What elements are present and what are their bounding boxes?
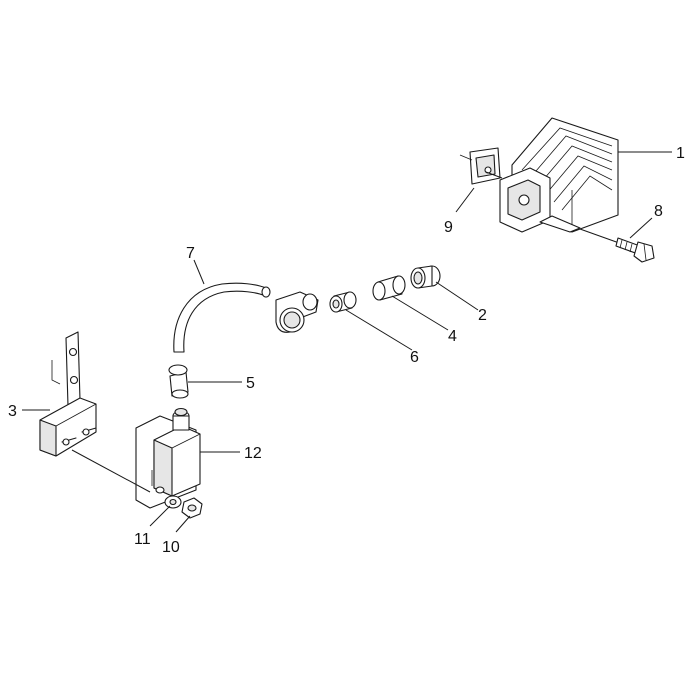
part-12-ignition-coil — [135, 407, 201, 509]
callout-6: 6 — [410, 349, 419, 366]
part-3-bracket — [39, 331, 97, 457]
leader-lines — [22, 151, 672, 533]
part-7-ht-cable — [173, 282, 271, 353]
part-10-nut — [181, 497, 203, 519]
spark-plug-cap — [275, 291, 319, 333]
callout-8: 8 — [654, 203, 663, 220]
part-2-grommet — [410, 265, 441, 289]
assembly-line — [71, 449, 151, 493]
callout-7: 7 — [186, 245, 195, 262]
callout-10: 10 — [162, 539, 180, 556]
callout-11: 11 — [134, 531, 151, 548]
callout-2: 2 — [478, 307, 487, 324]
part-8-bolt — [579, 228, 655, 263]
part-1-voltage-regulator — [499, 117, 619, 233]
callout-5: 5 — [246, 375, 255, 392]
callout-1: 1 — [676, 145, 685, 162]
part-9-connector — [459, 147, 503, 185]
callout-labels: 1 2 3 4 5 6 7 8 9 10 11 12 — [8, 145, 685, 556]
part-4-sleeve — [372, 275, 406, 301]
callout-12: 12 — [244, 445, 262, 462]
callout-4: 4 — [448, 328, 457, 345]
part-11-washer — [164, 495, 182, 509]
callout-9: 9 — [444, 219, 453, 236]
part-6-short-sleeve — [329, 291, 357, 313]
part-5-cable-boot — [168, 364, 189, 399]
callout-3: 3 — [8, 403, 17, 420]
